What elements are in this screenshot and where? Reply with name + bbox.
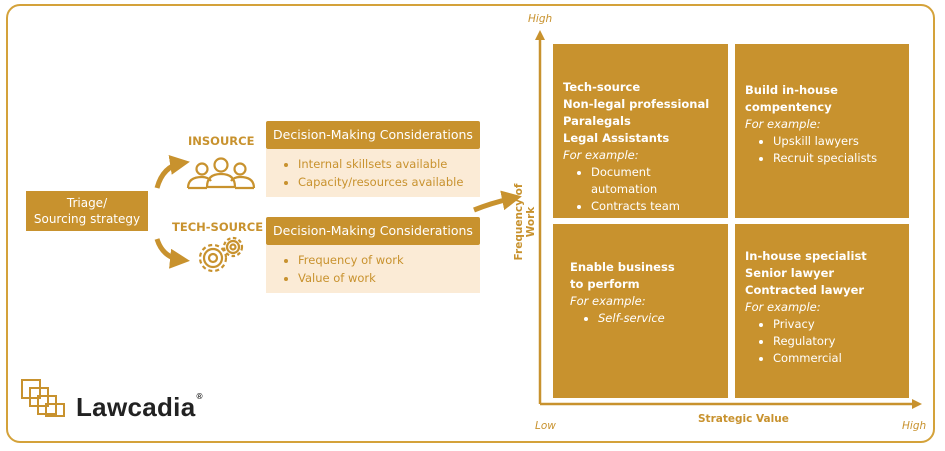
list-item: Document automation [591, 164, 718, 198]
logo: Lawcadia® [76, 392, 203, 423]
y-axis-title: Frequency of Work [513, 183, 537, 261]
quadrant-title: Contracted lawyer [745, 283, 865, 297]
people-icon [186, 157, 256, 190]
insource-list: Internal skillsets available Capacity/re… [266, 149, 480, 197]
for-example-label: For example: [745, 117, 821, 131]
insource-label: INSOURCE [188, 134, 255, 148]
gears-icon [198, 236, 244, 273]
list-item: Internal skillsets available [298, 155, 480, 173]
quadrant-title: to perform [570, 277, 640, 291]
quadrant-title: Paralegals [563, 114, 631, 128]
quadrant-bottom-right: In-house specialist Senior lawyer Contra… [735, 224, 909, 398]
for-example-label: For example: [745, 300, 821, 314]
y-axis-high-label: High [528, 13, 553, 25]
x-axis-low-label: Low [535, 420, 556, 432]
quadrant-top-right: Build in-house compentency For example: … [735, 44, 909, 218]
list-item: Recruit specialists [773, 150, 899, 167]
quadrant-title: Non-legal professional [563, 97, 710, 111]
list-item: Self-service [598, 310, 718, 327]
techsource-list: Frequency of work Value of work [266, 245, 480, 293]
x-axis-high-label: High [902, 420, 927, 432]
for-example-label: For example: [570, 294, 646, 308]
quadrant-title: Build in-house [745, 83, 838, 97]
list-item: Upskill lawyers [773, 133, 899, 150]
quadrant-title: Legal Assistants [563, 131, 670, 145]
quadrant-title: In-house specialist [745, 249, 867, 263]
insource-considerations: Decision-Making Considerations Internal … [266, 121, 480, 197]
x-axis-title: Strategic Value [698, 413, 789, 425]
techsource-label: TECH-SOURCE [172, 220, 264, 234]
techsource-heading: Decision-Making Considerations [266, 217, 480, 245]
list-item: Contracts team [591, 198, 718, 215]
quadrant-top-left: Tech-source Non-legal professional Paral… [553, 44, 728, 218]
quadrant-title: Tech-source [563, 80, 641, 94]
arrow-to-insource [154, 155, 190, 189]
quadrant-title: Enable business [570, 260, 675, 274]
insource-heading: Decision-Making Considerations [266, 121, 480, 149]
registered-mark: ® [195, 392, 204, 401]
for-example-label: For example: [563, 148, 639, 162]
logo-wordmark: Lawcadia [76, 392, 196, 422]
list-item: Frequency of work [298, 251, 480, 269]
quadrant-title: Senior lawyer [745, 266, 835, 280]
techsource-considerations: Decision-Making Considerations Frequency… [266, 217, 480, 293]
triage-box: Triage/ Sourcing strategy [26, 191, 148, 231]
outer-frame [6, 4, 935, 443]
quadrant-bottom-left: Enable business to perform For example: … [553, 224, 728, 398]
arrow-to-matrix [473, 190, 522, 213]
list-item: Value of work [298, 269, 480, 287]
list-item: Regulatory [773, 333, 899, 350]
list-item: Capacity/resources available [298, 173, 480, 191]
arrow-to-techsource [154, 238, 190, 269]
list-item: Commercial [773, 350, 899, 367]
list-item: Privacy [773, 316, 899, 333]
quadrant-title: compentency [745, 100, 832, 114]
logo-mark-icon [21, 379, 65, 417]
